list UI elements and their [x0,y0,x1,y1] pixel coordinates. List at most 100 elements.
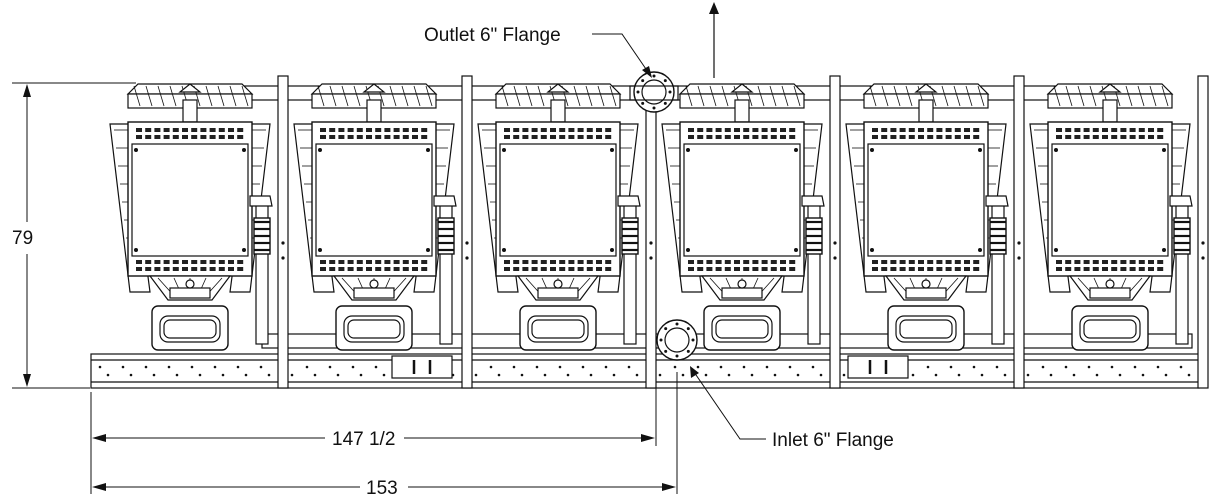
column-bolt [281,256,285,260]
bottom-louvre [715,260,722,264]
top-louvre [531,135,538,139]
fan-blade [1149,85,1157,107]
bottom-louvre [780,260,786,264]
valve-body [169,287,211,299]
base-bolt-hole [742,365,746,369]
pump-motor-window-inner [1083,319,1137,339]
top-louvre [881,135,888,139]
top-louvre [918,135,924,139]
top-louvre [954,135,961,139]
fan-blade [793,85,801,107]
overall-width-dimension [92,372,678,494]
inlet-flange-bolt [675,322,679,326]
fan-blade [1089,85,1097,107]
top-louvre [1092,128,1099,132]
cabinet-door [315,143,433,257]
bottom-louvre [1102,260,1108,264]
bottom-louvre [1083,267,1090,271]
column-bolt [833,256,837,260]
fan-blade [329,85,337,107]
outlet-leader-line [592,33,649,73]
fan-blade [757,85,765,107]
base-bolt-hole [819,373,823,377]
fan-blade [709,85,717,107]
bottom-louvre [347,267,354,271]
top-louvre [154,128,161,132]
base-bolt-hole [995,365,999,369]
base-bolt-hole [313,373,317,377]
fan-blade [353,85,361,107]
bottom-louvre [540,267,547,271]
side-pipe-elbow [1169,195,1193,207]
bottom-louvre [531,260,538,264]
bottom-louvre [1065,267,1072,271]
top-louvre [522,135,529,139]
top-louvre [218,128,225,132]
top-louvre [605,135,612,139]
top-louvre [329,128,336,132]
discharge-riser [182,99,198,123]
bottom-louvre [688,267,694,271]
discharge-riser [734,99,750,123]
base-bolt-hole [566,373,570,377]
bottom-louvre [338,260,345,264]
bottom-louvre [936,267,943,271]
top-louvre [789,135,796,139]
bottom-louvre [522,260,529,264]
bottom-louvre [688,260,694,264]
inlet-callout: Inlet 6" Flange [690,366,894,451]
valve-handle [1105,279,1115,289]
fan-blade [977,85,985,107]
top-louvre [145,135,152,139]
column-bolt [1201,241,1205,245]
base-bolt-hole [719,365,723,369]
base-bolt-hole [236,365,240,369]
top-louvre [789,128,796,132]
top-louvre [356,135,363,139]
base-bolt-hole [558,365,562,369]
bottom-louvre [228,267,234,271]
column-bolt [649,256,653,260]
bottom-louvre [973,260,980,264]
riser-elbow [1098,83,1122,93]
top-louvre [743,128,750,132]
column-bolt [1201,256,1205,260]
base-bolt-hole [259,365,263,369]
fan-blade [1137,85,1145,107]
top-louvre [393,128,400,132]
base-bolt-hole [328,365,332,369]
top-louvre [540,135,547,139]
frame-column [461,75,473,389]
base-junction-box [847,355,909,379]
bottom-louvre [366,260,372,264]
top-louvre [1102,135,1108,139]
bottom-louvre [1083,260,1090,264]
bottom-louvre [200,260,207,264]
top-louvre [715,135,722,139]
top-louvre [1074,128,1081,132]
base-bolt-hole [1156,365,1160,369]
inlet-flange-bore [664,327,690,353]
bottom-louvre [559,267,566,271]
outlet-leader-arrowhead [642,66,652,78]
inlet-leader-line [693,371,766,440]
inlet-leader-arrowhead [690,366,699,378]
fan-blade [169,85,177,107]
chiller-module-6 [1029,75,1209,389]
base-bolt-hole [658,373,662,377]
top-louvre [586,135,593,139]
bottom-louvre [586,260,593,264]
cabinet-screw [610,148,614,152]
discharge-riser [550,99,566,123]
base-bolt-hole [175,373,179,377]
top-louvre [172,135,179,139]
pump-motor-window-inner [715,319,769,339]
top-louvre [770,135,777,139]
discharge-riser [918,99,934,123]
bottom-louvre [908,267,915,271]
bottom-louvre [504,260,510,264]
fan-blade [413,85,421,107]
cabinet-screw [1162,248,1166,252]
outlet-flange-bolt [652,74,656,78]
bottom-louvre [1092,260,1099,264]
